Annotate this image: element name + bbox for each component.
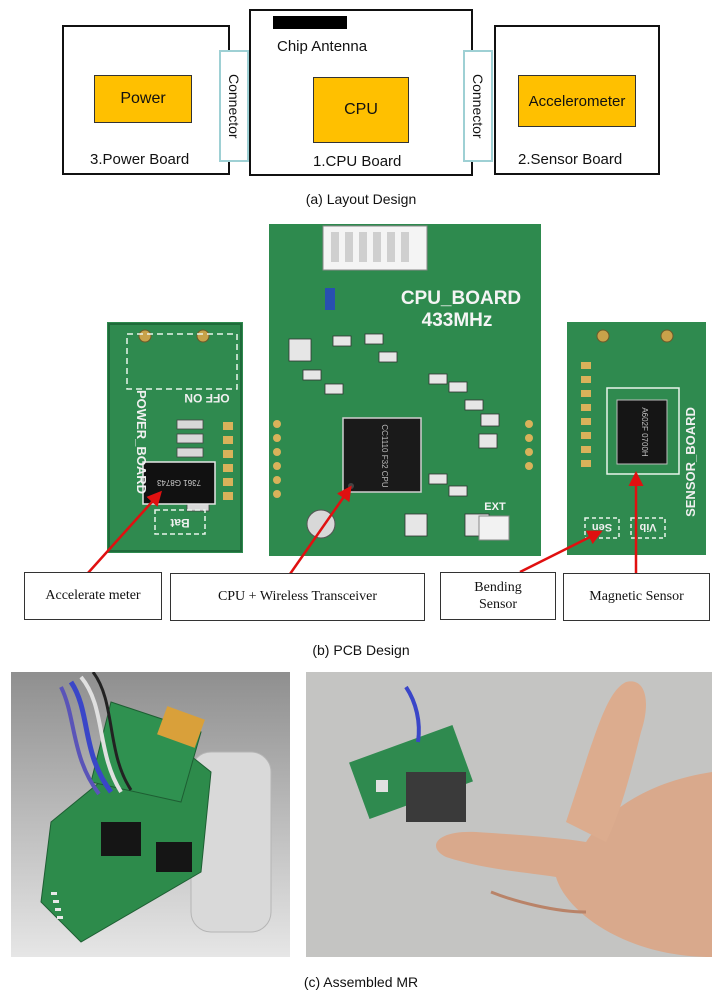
cpu-board-block: Chip Antenna CPU 1.CPU Board: [249, 9, 473, 176]
callout-bending-sensor: Bending Sensor: [440, 572, 556, 620]
power-board-pcb: 7361 G8743 Bat POWER_BOARD OFF ON: [107, 322, 243, 553]
assembled-photo-left: [11, 672, 290, 957]
callout-magnetic-sensor: Magnetic Sensor: [563, 573, 710, 621]
caption-layout: (a) Layout Design: [305, 191, 417, 207]
power-board-silkscreen: POWER_BOARD: [134, 390, 149, 494]
power-board-block: Power 3.Power Board: [62, 25, 230, 175]
svg-text:A602F 0700H: A602F 0700H: [640, 407, 649, 457]
svg-text:CC1110 F32 CPU: CC1110 F32 CPU: [380, 424, 389, 488]
svg-text:7361 G8743: 7361 G8743: [156, 478, 201, 487]
cpu-board-pcb: CPU_BOARD 433MHz CC1110 F32 CPU EXT: [269, 224, 541, 556]
chip-antenna-label: Chip Antenna: [277, 38, 368, 55]
callout-arrows: [87, 471, 644, 576]
freq-silkscreen: 433MHz: [422, 310, 493, 331]
power-chip: Power: [94, 75, 192, 123]
power-chip-label: Power: [120, 90, 166, 107]
callout-cpu-transceiver: CPU + Wireless Transceiver: [170, 573, 425, 621]
arrow-bending: [519, 530, 603, 574]
connector-left-label: Connector: [226, 73, 242, 139]
sensor-board-label: 2.Sensor Board: [518, 151, 623, 168]
accelerometer-chip-label: Accelerometer: [528, 92, 626, 110]
chip-antenna-bar: [273, 16, 347, 29]
caption-assembled: (c) Assembled MR: [303, 974, 419, 990]
sensor-board-silkscreen: SENSOR_BOARD: [683, 407, 698, 517]
bat-silkscreen: Bat: [170, 516, 189, 530]
connector-left: Connector: [219, 50, 249, 162]
callout-accelerate-meter: Accelerate meter: [24, 572, 162, 620]
cpu-chip: CPU: [313, 77, 409, 143]
arrow-cpu: [288, 485, 352, 575]
accelerometer-chip: Accelerometer: [518, 75, 636, 127]
assembled-photo-right: [306, 672, 712, 957]
connector-right-label: Connector: [470, 73, 486, 139]
cpu-chip-label: CPU: [344, 101, 378, 118]
power-board-label: 3.Power Board: [90, 151, 190, 168]
connector-right: Connector: [463, 50, 493, 162]
cpu-board-silkscreen: CPU_BOARD: [401, 288, 521, 309]
caption-pcb: (b) PCB Design: [312, 642, 410, 658]
sensor-board-block: Accelerometer 2.Sensor Board: [494, 25, 660, 175]
cpu-board-label: 1.CPU Board: [313, 153, 402, 170]
ext-silkscreen: EXT: [484, 501, 506, 513]
sen-silkscreen: Sen: [592, 521, 612, 533]
arrow-accel: [87, 490, 163, 574]
vib-silkscreen: Vib: [639, 521, 656, 533]
off-on-silkscreen: OFF ON: [184, 391, 229, 405]
